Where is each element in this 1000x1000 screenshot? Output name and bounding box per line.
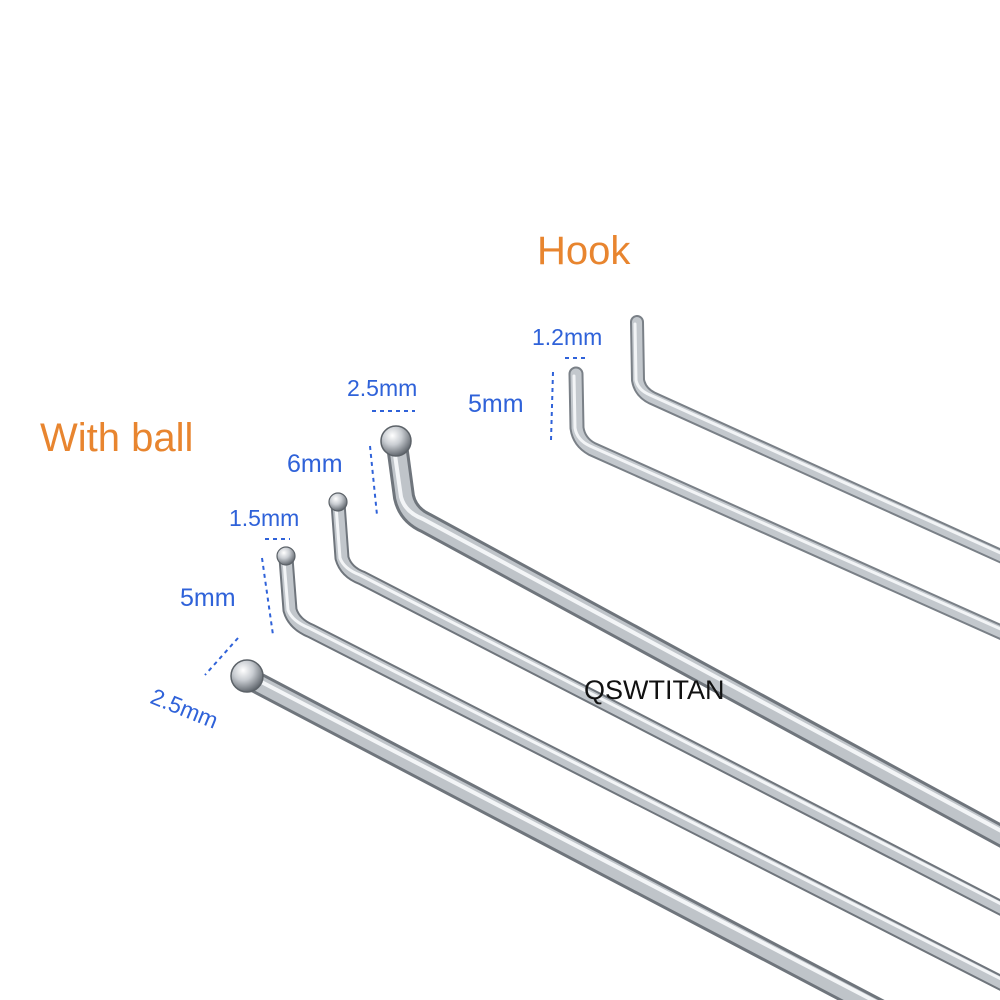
hook-tip-length-label: 5mm xyxy=(468,390,524,418)
hook-heading: Hook xyxy=(537,229,631,273)
straight-ball-diameter-guide xyxy=(204,637,239,676)
ball-probe-medium xyxy=(328,492,1000,916)
large-ball-length-guide xyxy=(369,445,378,516)
large-ball-length-label: 6mm xyxy=(287,450,343,478)
ball-probe-small xyxy=(276,546,1000,991)
hook-probe-short xyxy=(568,366,1000,640)
brand-watermark: QSWTITAN xyxy=(584,675,725,705)
small-ball-length-label: 5mm xyxy=(180,584,236,612)
with-ball-heading: With ball xyxy=(40,416,194,460)
hook-probe-long xyxy=(630,315,1000,564)
ball-probe-large xyxy=(380,425,1000,848)
hook-tip-diameter-label: 1.2mm xyxy=(532,324,603,350)
large-ball-diameter-label: 2.5mm xyxy=(347,375,418,401)
small-ball-diameter-label: 1.5mm xyxy=(229,505,300,531)
small-ball-length-guide xyxy=(261,557,274,636)
hook-tip-length-guide xyxy=(550,371,554,441)
ball-probe-straight xyxy=(230,659,885,1000)
